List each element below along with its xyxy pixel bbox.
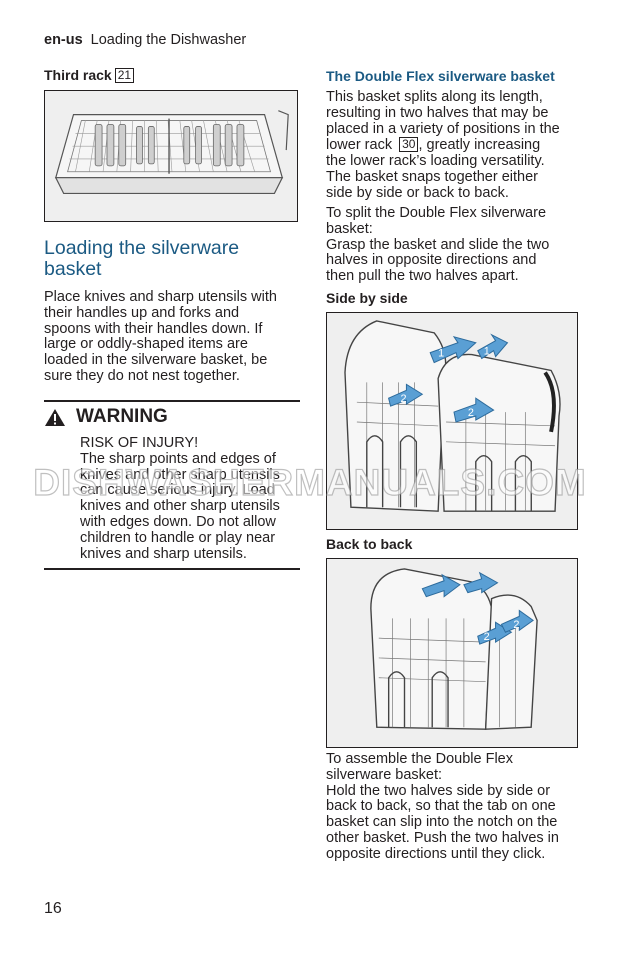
side-by-side-drawing: 1 1 2 2 xyxy=(327,313,577,529)
ref-box: 21 xyxy=(114,68,135,83)
side-by-side-illustration: 1 1 2 2 xyxy=(326,312,578,530)
silverware-body: Place knives and sharp utensils with the… xyxy=(44,289,277,384)
assemble-instructions: To assemble the Double Flex silverware b… xyxy=(326,751,559,862)
arrow-label: 2 xyxy=(484,631,490,643)
warning-body: RISK OF INJURY! The sharp points and edg… xyxy=(80,435,280,562)
arrow-label: 1 xyxy=(484,346,490,358)
third-rack-drawing xyxy=(45,91,297,221)
back-to-back-illustration: 2 2 xyxy=(326,558,578,748)
ref-box: 30 xyxy=(399,137,419,153)
third-rack-illustration xyxy=(44,90,298,222)
double-flex-heading: The Double Flex silverware basket xyxy=(326,68,555,84)
back-to-back-heading: Back to back xyxy=(326,536,413,552)
page-number: 16 xyxy=(44,900,62,917)
arrow-label: 1 xyxy=(438,348,444,360)
back-to-back-drawing: 2 2 xyxy=(327,559,577,747)
silverware-heading: Loading the silverware basket xyxy=(44,237,240,280)
section-title: Loading the Dishwasher xyxy=(90,32,247,48)
side-by-side-heading: Side by side xyxy=(326,290,408,306)
warning-box: WARNING RISK OF INJURY! The sharp points… xyxy=(44,400,300,570)
split-instructions: To split the Double Flex silverware bask… xyxy=(326,205,550,285)
warning-title: WARNING xyxy=(44,406,168,428)
double-flex-intro: This basket splits along its length, res… xyxy=(326,89,560,201)
page-header: en-us Loading the Dishwasher xyxy=(44,32,246,48)
arrow-label: 2 xyxy=(513,619,519,631)
watermark: DISHWASHERMANUALS.COM xyxy=(33,461,587,503)
arrow-label: 2 xyxy=(400,393,406,405)
arrow-label: 2 xyxy=(468,407,474,419)
language-code: en-us xyxy=(44,32,83,48)
warning-triangle-icon xyxy=(45,408,65,426)
